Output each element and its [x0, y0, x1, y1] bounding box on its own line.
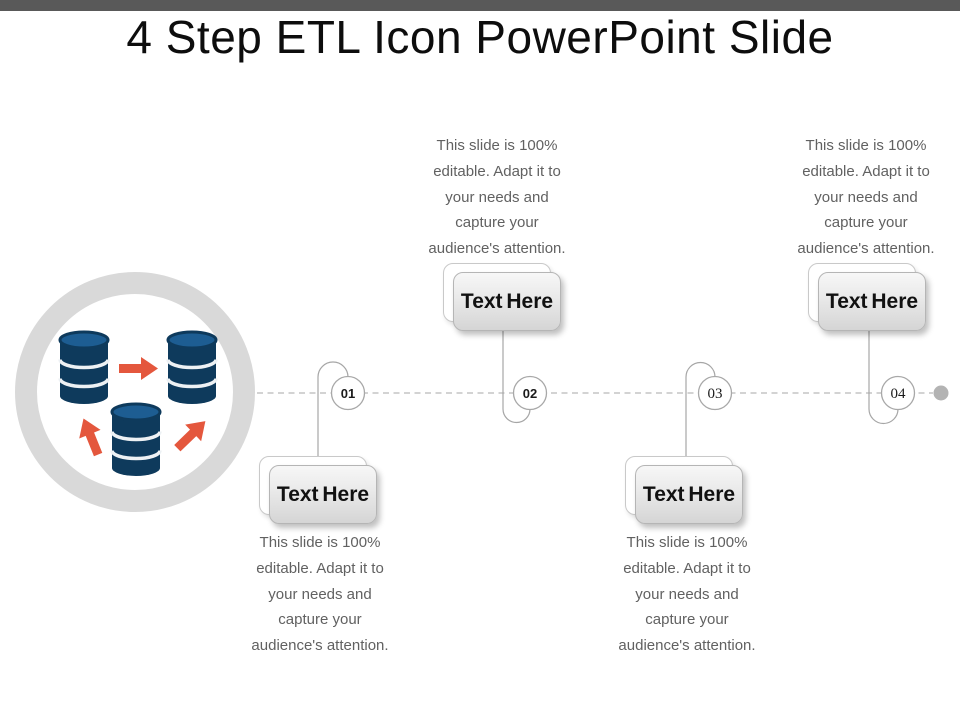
- step-description-1[interactable]: This slide is 100% editable. Adapt it to…: [229, 530, 411, 659]
- description-line: This slide is 100%: [626, 534, 748, 551]
- slide-title[interactable]: 4 Step ETL Icon PowerPoint Slide: [126, 11, 834, 63]
- step-description-4[interactable]: This slide is 100% editable. Adapt it to…: [775, 133, 957, 262]
- top-accent-bar: [0, 0, 960, 11]
- description-line: editable. Adapt it to: [256, 559, 384, 577]
- connector-line-step1: [317, 361, 349, 456]
- text-here-label: Text Here: [642, 482, 736, 506]
- description-line: This slide is 100%: [259, 534, 381, 551]
- step-circle-3[interactable]: [697, 375, 733, 411]
- database-icon: [166, 330, 218, 406]
- connector-line-step4: [868, 329, 899, 425]
- description-line: your needs and: [635, 585, 739, 603]
- text-here-label: Text Here: [276, 482, 370, 506]
- description-line: your needs and: [445, 188, 549, 206]
- text-here-box-4[interactable]: Text Here: [818, 272, 926, 331]
- description-line: capture your: [645, 611, 729, 629]
- description-line: editable. Adapt it to: [802, 162, 930, 180]
- database-icon: [110, 402, 162, 478]
- step-circle-2[interactable]: [512, 375, 548, 411]
- description-line: your needs and: [814, 188, 918, 206]
- step-description-2[interactable]: This slide is 100% editable. Adapt it to…: [406, 133, 588, 262]
- connector-line-step3: [685, 361, 716, 456]
- etl-cycle-icon[interactable]: [10, 267, 260, 517]
- description-line: capture your: [455, 214, 539, 232]
- description-line: audience's attention.: [618, 637, 756, 655]
- step-number-3: 03: [708, 386, 723, 402]
- description-line: editable. Adapt it to: [623, 559, 751, 577]
- step-description-3[interactable]: This slide is 100% editable. Adapt it to…: [596, 530, 778, 659]
- description-line: audience's attention.: [428, 240, 566, 258]
- connector-line-step2: [502, 329, 531, 424]
- description-line: editable. Adapt it to: [433, 162, 561, 180]
- step-circle-1[interactable]: [330, 375, 366, 411]
- description-line: your needs and: [268, 585, 372, 603]
- database-icon: [58, 330, 110, 406]
- text-here-label: Text Here: [460, 289, 554, 313]
- description-line: audience's attention.: [251, 637, 389, 655]
- text-here-box-3[interactable]: Text Here: [635, 465, 743, 524]
- description-line: audience's attention.: [797, 240, 935, 258]
- text-here-box-1[interactable]: Text Here: [269, 465, 377, 524]
- step-number-1: 01: [341, 386, 355, 401]
- description-line: capture your: [278, 611, 362, 629]
- timeline-end-dot: [933, 385, 949, 401]
- text-here-box-2[interactable]: Text Here: [453, 272, 561, 331]
- text-here-label: Text Here: [825, 289, 919, 313]
- description-line: This slide is 100%: [436, 137, 558, 154]
- step-number-4: 04: [891, 386, 907, 402]
- description-line: capture your: [824, 214, 908, 232]
- step-number-2: 02: [523, 386, 537, 401]
- description-line: This slide is 100%: [805, 137, 927, 154]
- step-circle-4[interactable]: [880, 375, 916, 411]
